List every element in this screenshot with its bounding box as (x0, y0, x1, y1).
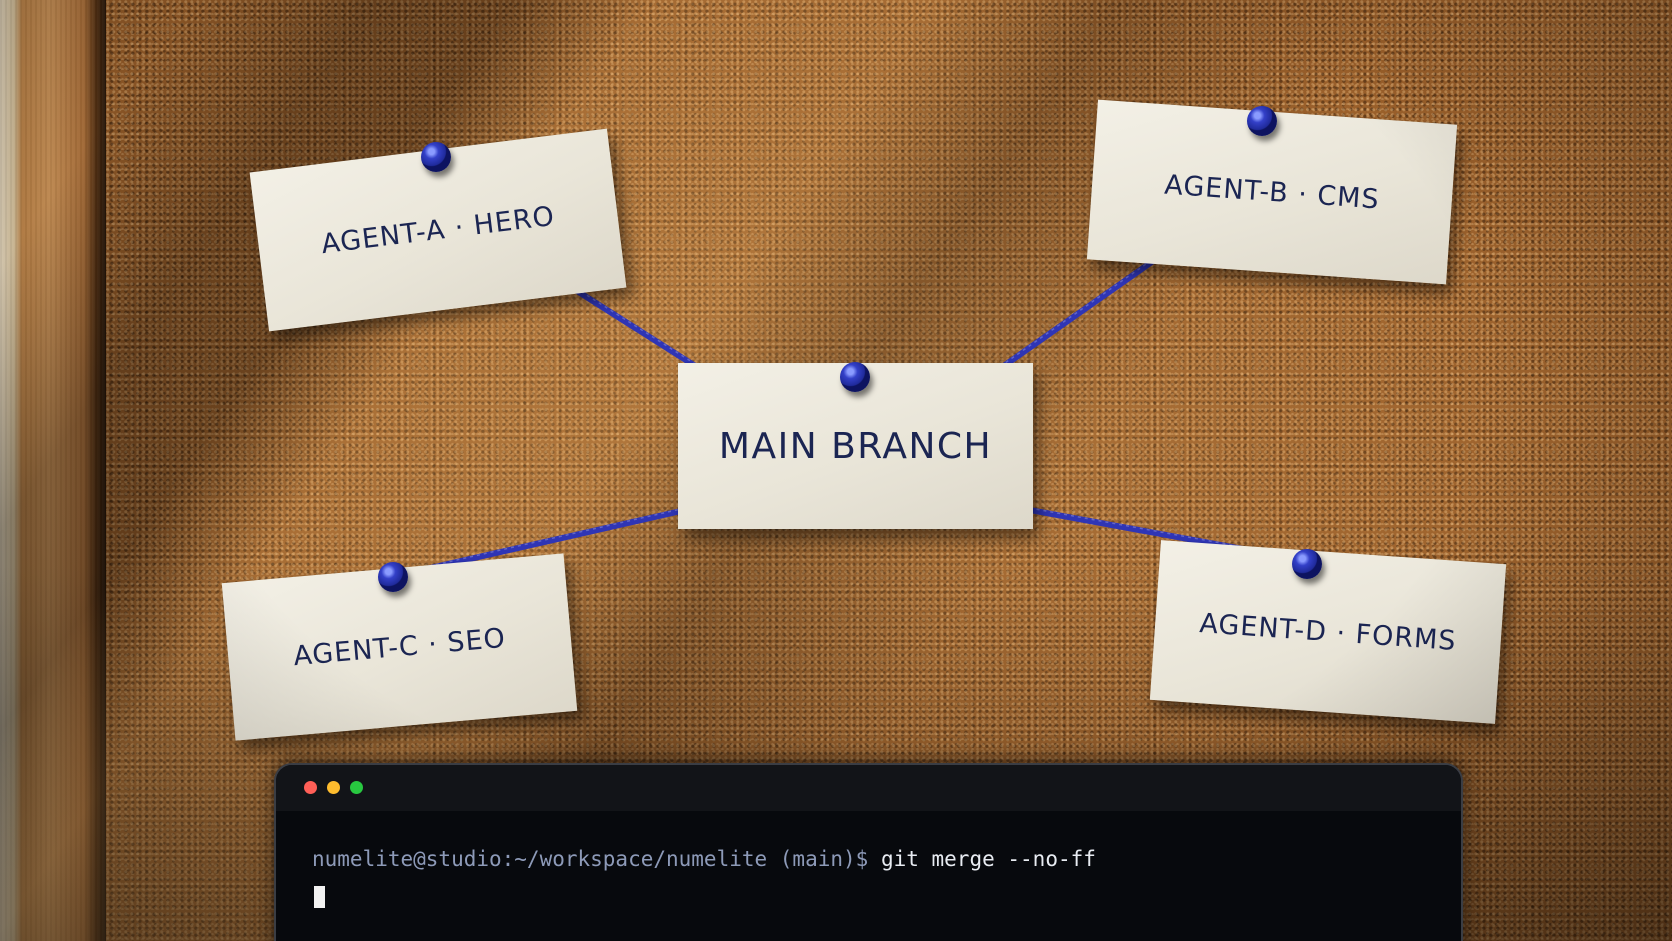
card-agent-d: AGENT-D · FORMS (1149, 540, 1507, 724)
pushpin-icon (378, 562, 408, 592)
terminal-command: git merge --no-ff (880, 847, 1096, 871)
card-agent-c-label: AGENT-C · SEO (292, 622, 507, 672)
card-agent-a-label: AGENT-A · HERO (319, 200, 557, 260)
pushpin-icon (1292, 549, 1322, 579)
pushpin-icon (840, 362, 870, 392)
terminal-command-line[interactable]: numelite@studio:~/workspace/numelite (ma… (312, 847, 1096, 871)
pushpin-icon (1247, 106, 1277, 136)
text-cursor (314, 886, 325, 908)
card-agent-d-label: AGENT-D · FORMS (1198, 607, 1458, 657)
pushpin-icon (421, 142, 451, 172)
minimize-icon[interactable] (327, 781, 340, 794)
terminal-title-bar[interactable] (276, 765, 1461, 811)
terminal-window[interactable]: numelite@studio:~/workspace/numelite (ma… (274, 763, 1463, 941)
terminal-prompt: numelite@studio:~/workspace/numelite (ma… (312, 847, 869, 871)
card-main-branch-label: MAIN BRANCH (718, 425, 993, 467)
wood-frame (0, 0, 106, 941)
card-agent-b-label: AGENT-B · CMS (1163, 169, 1381, 215)
maximize-icon[interactable] (350, 781, 363, 794)
close-icon[interactable] (304, 781, 317, 794)
